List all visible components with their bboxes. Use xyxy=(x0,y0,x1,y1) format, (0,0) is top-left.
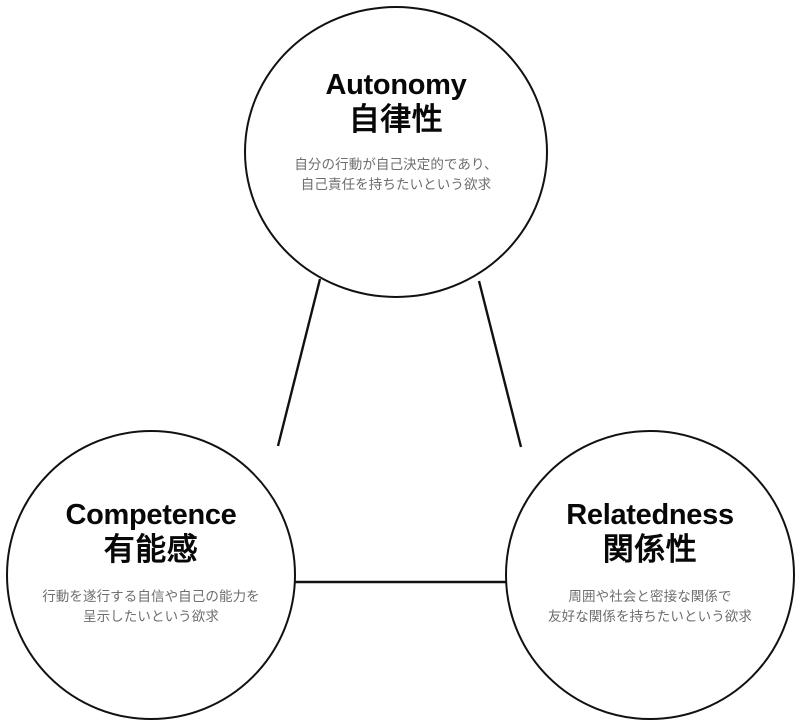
edge-autonomy-competence xyxy=(276,278,322,447)
node-autonomy-title-en: Autonomy xyxy=(325,69,467,101)
node-autonomy-description: 自分の行動が自己決定的であり、 自己責任を持ちたいという欲求 xyxy=(294,156,498,192)
node-relatedness-description: 周囲や社会と密接な関係で 友好な関係を持ちたいという欲求 xyxy=(548,588,752,624)
node-competence-title-ja: 有能感 xyxy=(103,531,199,567)
node-relatedness-title-en: Relatedness xyxy=(566,499,734,531)
node-competence[interactable]: Competence 有能感 行動を遂行する自信や自己の能力を 呈示したいという… xyxy=(6,430,296,720)
edge-autonomy-relatedness xyxy=(477,280,523,448)
node-relatedness-title-ja: 関係性 xyxy=(602,531,698,567)
node-autonomy-title-ja: 自律性 xyxy=(348,101,444,137)
node-competence-description: 行動を遂行する自信や自己の能力を 呈示したいという欲求 xyxy=(42,588,260,624)
node-autonomy[interactable]: Autonomy 自律性 自分の行動が自己決定的であり、 自己責任を持ちたいとい… xyxy=(244,6,548,298)
node-relatedness[interactable]: Relatedness 関係性 周囲や社会と密接な関係で 友好な関係を持ちたいと… xyxy=(505,430,795,720)
node-competence-title-en: Competence xyxy=(65,499,237,531)
